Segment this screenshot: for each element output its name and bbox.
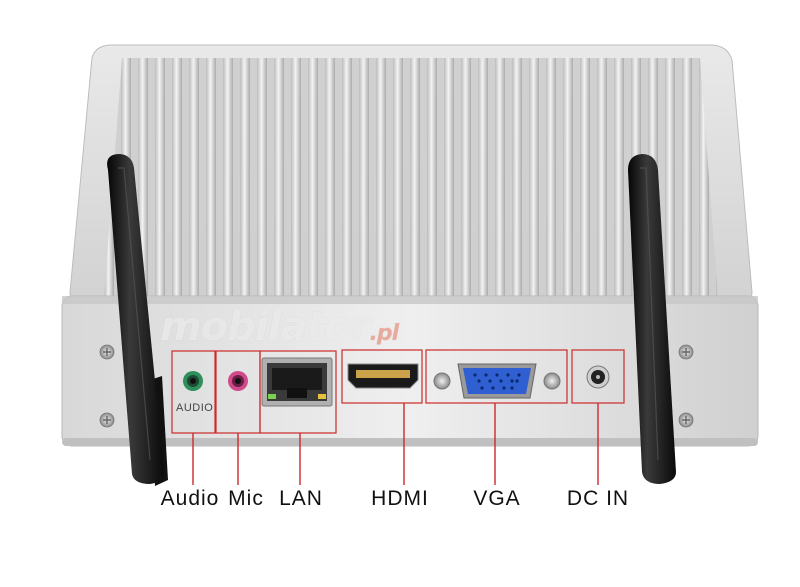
heatsink-fins (104, 58, 718, 298)
watermark-tld: .pl (369, 321, 400, 346)
brand-watermark: mobilator.pl (160, 304, 400, 350)
antenna-left (107, 154, 168, 486)
hdmi-callout-box (341, 349, 423, 404)
lan-port (261, 357, 333, 407)
callout-leaders (192, 403, 599, 485)
hdmi-port (347, 363, 419, 389)
audio-port-print: AUDIO (176, 402, 214, 414)
vga-callout-box (425, 349, 568, 404)
front-edge (62, 296, 758, 304)
screw-icon (99, 344, 115, 360)
callout-label-hdmi: HDMI (371, 487, 429, 510)
audio-jack (183, 371, 203, 391)
callout-label-mic: Mic (228, 487, 264, 510)
screw-icon (678, 344, 694, 360)
watermark-text: mobilator (160, 304, 371, 350)
antenna-right (628, 154, 676, 484)
dc-in-jack (586, 365, 610, 389)
case-bottom-edge (62, 438, 758, 446)
callout-label-audio: Audio (160, 487, 220, 510)
screw-icon (99, 412, 115, 428)
callout-label-dc-in: DC IN (566, 487, 630, 510)
callout-label-lan: LAN (279, 487, 323, 510)
mic-jack (228, 371, 248, 391)
screw-icon (678, 412, 694, 428)
callout-label-vga: VGA (473, 487, 521, 510)
lan-callout-box (259, 350, 337, 434)
vga-port (433, 363, 561, 399)
